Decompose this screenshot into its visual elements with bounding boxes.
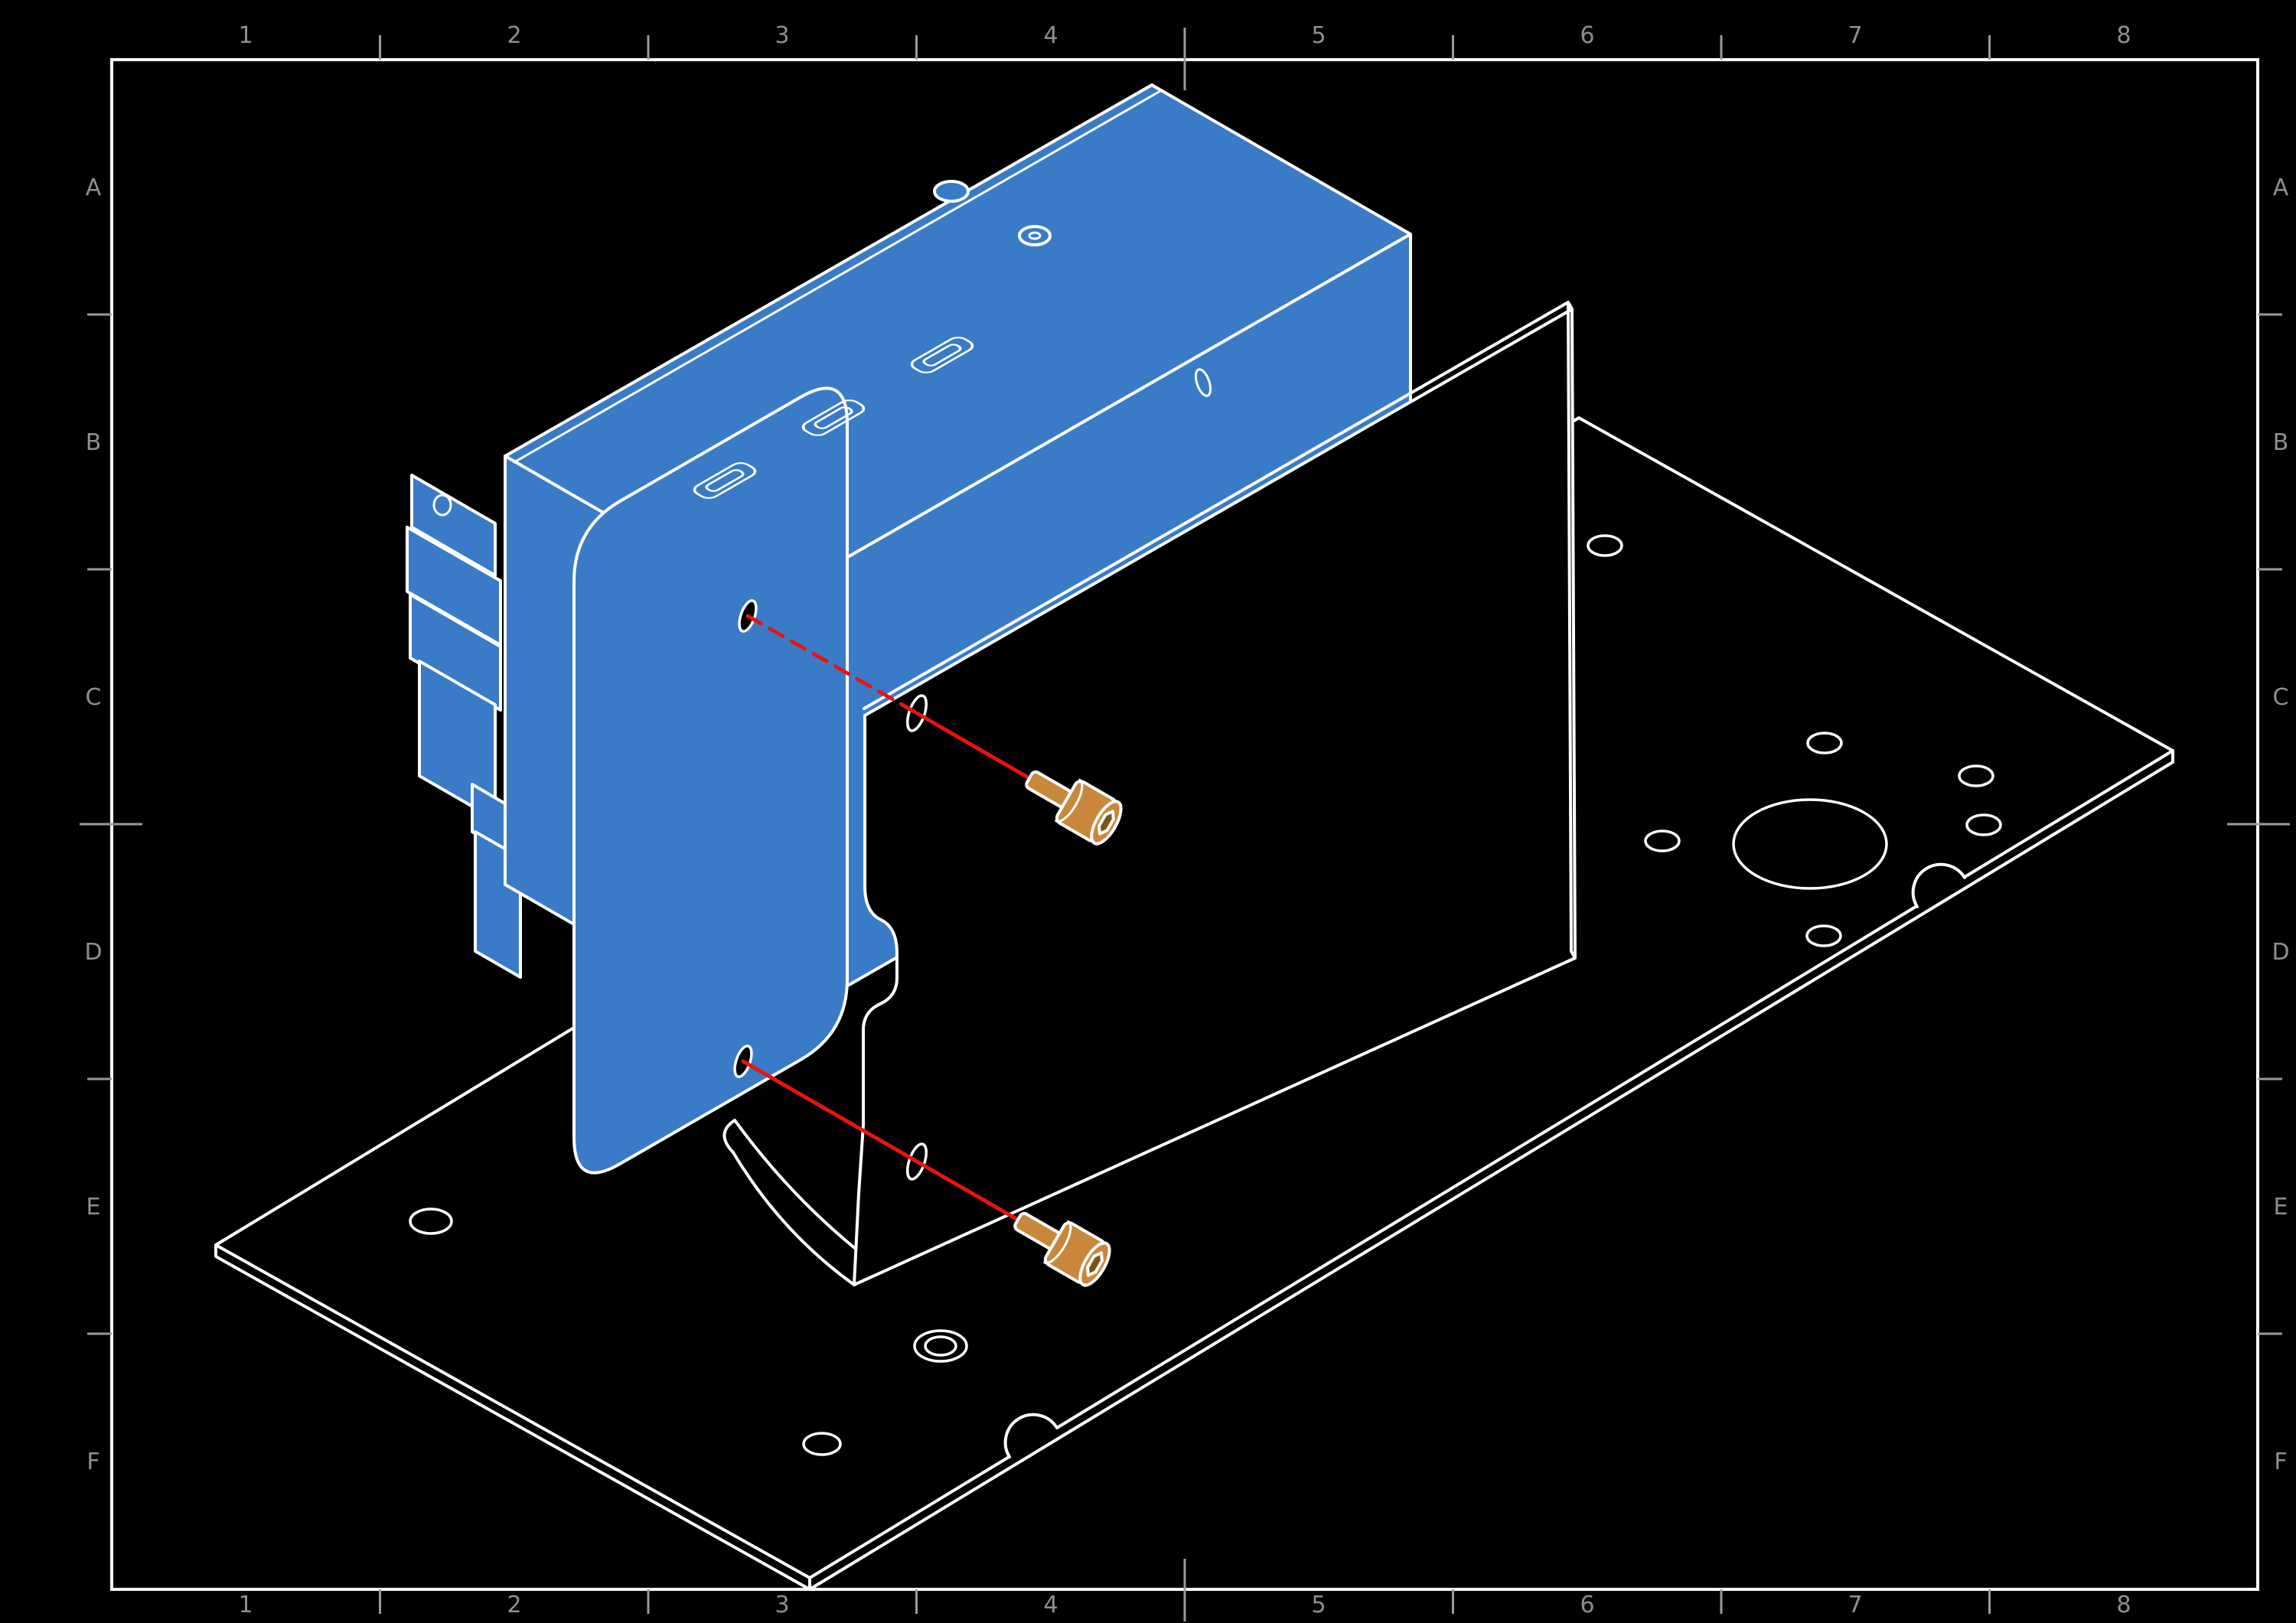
zone-labels: 1 2 3 4 5 6 7 8 1 2 3 4 5 6 7 8 A B C D … <box>84 22 2289 1618</box>
zone-label: C <box>86 684 102 711</box>
assembly-line-hidden <box>745 614 919 715</box>
base-plate-large-hole <box>1732 798 1888 890</box>
zone-ticks-right <box>2227 313 2290 1335</box>
module-boss-hole <box>1028 231 1042 240</box>
slot-opening <box>705 469 745 492</box>
base-plate-hole <box>1644 829 1681 852</box>
screw-top <box>1025 770 1123 846</box>
base-plate-hole <box>409 1207 453 1235</box>
screw-head-base <box>1055 778 1084 823</box>
module-cover-seam <box>513 90 1162 464</box>
slot-outline <box>801 399 866 436</box>
zone-label: 7 <box>1848 1592 1862 1618</box>
module-top-slot <box>801 399 866 436</box>
base-plate-thickness <box>214 749 2174 1591</box>
zone-label: 6 <box>1580 1592 1594 1618</box>
module-connector <box>409 593 502 712</box>
zone-label: 6 <box>1580 22 1594 49</box>
zone-label: D <box>84 939 102 966</box>
slot-opening <box>922 344 962 367</box>
sheet-frame: 1 2 3 4 5 6 7 8 1 2 3 4 5 6 7 8 A B C D … <box>80 22 2290 1621</box>
screw-bottom <box>1013 1211 1111 1287</box>
zone-label: 3 <box>775 22 789 49</box>
module-flange <box>572 386 849 1175</box>
zone-label: 8 <box>2116 1592 2131 1618</box>
zone-ticks-bottom <box>379 1559 1991 1621</box>
base-plate-hole <box>1587 534 1623 557</box>
screw-head-base <box>1043 1220 1072 1264</box>
base-plate-hole <box>1805 924 1842 947</box>
base-plate-insert-bore <box>924 1335 957 1357</box>
zone-label: 8 <box>2116 22 2131 49</box>
module-top-slot <box>910 337 974 373</box>
module-front-hole <box>1194 368 1212 397</box>
bracket-face <box>853 308 1577 1286</box>
screw-socket <box>1097 810 1115 836</box>
base-plate-notch <box>1003 862 1966 1458</box>
slot-outline <box>910 337 974 373</box>
zone-ticks-top <box>379 28 1991 90</box>
zone-label: B <box>2273 429 2289 456</box>
zone-label: C <box>2273 684 2289 711</box>
zone-label: F <box>2274 1449 2287 1475</box>
zone-label: 4 <box>1043 22 1058 49</box>
module-boss <box>933 180 970 203</box>
zone-label: A <box>2273 174 2289 201</box>
bracket-thickness <box>863 301 1577 960</box>
assembly-lines <box>741 614 1032 1222</box>
base-plate-hole <box>1806 732 1843 754</box>
zone-label: 2 <box>507 1592 521 1618</box>
zone-label: E <box>2274 1194 2288 1221</box>
base-plate-hole <box>1965 813 2002 836</box>
assembly-line <box>915 711 1032 781</box>
zone-label: A <box>86 174 102 201</box>
module-top-slot <box>693 462 757 499</box>
base-plate-hole <box>1958 764 1994 787</box>
zone-ticks-left <box>80 313 142 1335</box>
zone-label: 5 <box>1311 22 1326 49</box>
zone-label: 1 <box>238 1592 253 1618</box>
zone-label: B <box>86 429 102 456</box>
zone-label: 1 <box>238 22 253 49</box>
assembly-line <box>741 1059 1020 1222</box>
zone-label: 4 <box>1043 1592 1058 1618</box>
zone-label: D <box>2272 939 2289 966</box>
zone-label: 7 <box>1848 22 1862 49</box>
slot-opening <box>814 406 853 429</box>
zone-label: 3 <box>775 1592 789 1618</box>
base-plate-hole <box>802 1432 842 1456</box>
module-connector <box>410 474 497 577</box>
zone-label: E <box>86 1194 101 1221</box>
module-boss <box>1018 225 1052 246</box>
zone-label: 5 <box>1311 1592 1326 1618</box>
zone-label: F <box>86 1449 99 1475</box>
screw-socket <box>1086 1251 1104 1277</box>
module-connector-hole <box>432 494 452 517</box>
zone-label: 2 <box>507 22 521 49</box>
slot-outline <box>693 462 757 499</box>
mounting-bracket <box>722 301 1577 1286</box>
base-plate-notch-cut <box>1006 873 1968 1462</box>
